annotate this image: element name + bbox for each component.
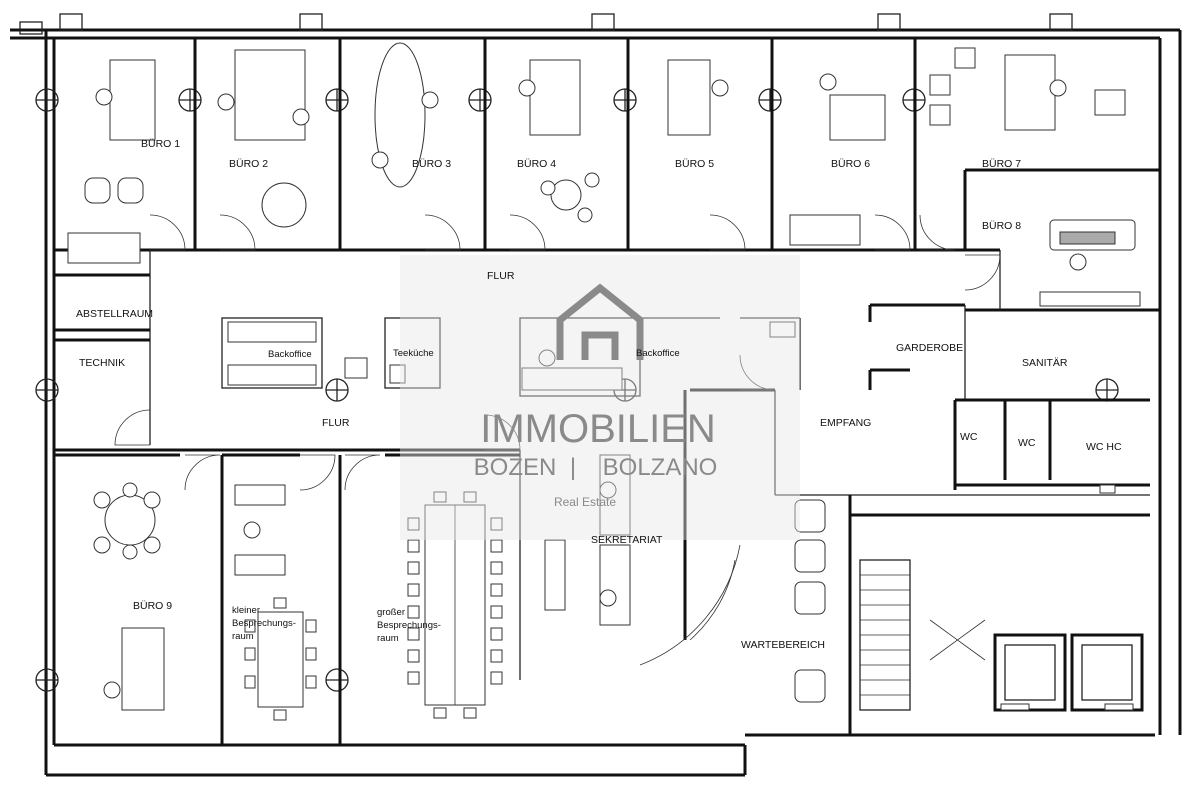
label-teekueche: Teeküche <box>393 348 434 359</box>
label-buero-5: BÜRO 5 <box>675 158 714 170</box>
room-labels: BÜRO 1 BÜRO 2 BÜRO 3 BÜRO 4 BÜRO 5 BÜRO … <box>76 138 1122 651</box>
watermark-line1: IMMOBILIEN <box>480 407 716 451</box>
label-kleiner-besprechungsraum-1: kleiner <box>232 605 260 616</box>
interior-walls <box>54 38 1160 745</box>
label-buero-3: BÜRO 3 <box>412 158 451 170</box>
house-logo-icon <box>556 283 644 360</box>
label-sanitaer: SANITÄR <box>1022 357 1068 369</box>
label-sekretariat: SEKRETARIAT <box>591 534 663 546</box>
label-buero-2: BÜRO 2 <box>229 158 268 170</box>
label-buero-4: BÜRO 4 <box>517 158 556 170</box>
label-wc-1: WC <box>960 431 978 443</box>
label-grosser-besprechungsraum-1: großer <box>377 607 405 618</box>
label-backoffice-left: Backoffice <box>268 349 312 360</box>
label-wc-hc: WC HC <box>1086 441 1122 453</box>
label-buero-7: BÜRO 7 <box>982 158 1021 170</box>
watermark-separator: | <box>570 454 576 481</box>
label-technik: TECHNIK <box>79 357 125 369</box>
label-wc-2: WC <box>1018 437 1036 449</box>
label-garderobe: GARDEROBE <box>896 342 963 354</box>
watermark-line3: Real Estate <box>554 495 616 509</box>
label-backoffice-right: Backoffice <box>636 348 680 359</box>
label-abstellraum: ABSTELLRAUM <box>76 308 153 320</box>
furniture <box>67 42 1141 721</box>
label-flur-top: FLUR <box>487 270 515 282</box>
label-empfang: EMPFANG <box>820 417 871 429</box>
label-buero-6: BÜRO 6 <box>831 158 870 170</box>
watermark-line2-right: BOLZANO <box>603 454 718 481</box>
label-grosser-besprechungsraum-3: raum <box>377 633 399 644</box>
label-flur-bottom: FLUR <box>322 417 350 429</box>
label-buero-9: BÜRO 9 <box>133 600 172 612</box>
label-kleiner-besprechungsraum-3: raum <box>232 631 254 642</box>
label-kleiner-besprechungsraum-2: Besprechungs- <box>232 618 296 629</box>
label-buero-1: BÜRO 1 <box>141 138 180 150</box>
door-swings <box>114 214 1001 666</box>
label-buero-8: BÜRO 8 <box>982 220 1021 232</box>
label-wartebereich: WARTEBEREICH <box>741 639 825 651</box>
label-grosser-besprechungsraum-2: Besprechungs- <box>377 620 441 631</box>
watermark-line2-left: BOZEN <box>474 454 557 481</box>
watermark: IMMOBILIEN BOZEN | BOLZANO Real Estate <box>400 255 800 540</box>
outer-walls <box>10 13 1182 777</box>
